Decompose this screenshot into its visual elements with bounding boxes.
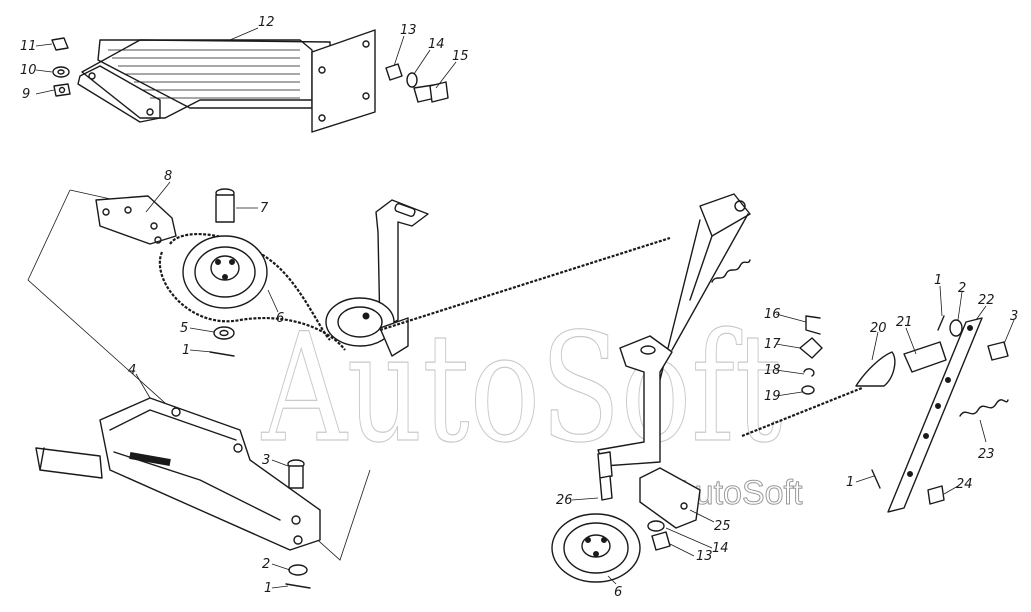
- washer-part-2-right: [949, 319, 963, 337]
- bolt-part-24: [927, 485, 945, 505]
- callout-4: 4: [128, 363, 136, 378]
- nut-part-19: [801, 385, 815, 395]
- callout-1-d: 1: [846, 475, 854, 490]
- washer-part-2-left: [288, 564, 308, 576]
- bolt-part-3-left: [287, 459, 305, 489]
- callout-14-b: 14: [712, 541, 729, 556]
- callout-18: 18: [764, 363, 781, 378]
- callout-6-right: 6: [614, 585, 622, 600]
- callout-21: 21: [896, 315, 913, 330]
- callout-labels: 11 10 9 12 13 14 15 8 7 6 5 1 4 3 2 1 16…: [20, 15, 1018, 600]
- callout-7: 7: [260, 201, 269, 216]
- callout-2-right: 2: [958, 281, 966, 296]
- washer-part-14: [647, 520, 665, 532]
- bolt-part-3-right: [987, 341, 1009, 361]
- callout-16: 16: [764, 307, 781, 322]
- ring-part-18: [803, 368, 815, 377]
- clip-part-16: [805, 315, 821, 335]
- callout-19: 19: [764, 389, 781, 404]
- callout-20: 20: [870, 321, 887, 336]
- bolt-part-7: [215, 188, 235, 223]
- callout-14: 14: [428, 37, 445, 52]
- bracket-part-25: [639, 467, 701, 529]
- callout-2-left: 2: [262, 557, 270, 572]
- cotter-pin-part-1-right: [937, 315, 945, 331]
- cotter-pin-part-1: [209, 351, 235, 357]
- callout-8: 8: [164, 169, 172, 184]
- callout-1-b: 1: [264, 581, 272, 596]
- callout-6-left: 6: [276, 311, 284, 326]
- plate-part-8: [95, 195, 177, 245]
- callout-12: 12: [258, 15, 275, 30]
- callout-9: 9: [22, 87, 30, 102]
- pulley-part-6-right: [551, 513, 641, 583]
- callout-26: 26: [556, 493, 573, 508]
- stud-part-26: [597, 451, 613, 501]
- callout-23: 23: [978, 447, 995, 462]
- callout-13-b: 13: [696, 549, 713, 564]
- cotter-pin-part-1-lower: [285, 583, 311, 589]
- control-cable: [379, 236, 671, 332]
- pulley-part-6-left: [158, 233, 346, 351]
- callout-10: 10: [20, 63, 37, 78]
- fasteners-13-15: [385, 63, 449, 103]
- callout-15: 15: [452, 49, 469, 64]
- clamp-part-17: [799, 337, 823, 359]
- fasteners-9-11: [51, 37, 71, 97]
- callout-1-a: 1: [182, 343, 190, 358]
- spring-part-23: [959, 399, 1009, 417]
- nut-part-13: [651, 531, 671, 551]
- callout-5: 5: [180, 321, 188, 336]
- spring-on-lever: [711, 259, 751, 283]
- callout-25: 25: [714, 519, 731, 534]
- callout-3-right: 3: [1010, 309, 1018, 324]
- callout-3-left: 3: [262, 453, 270, 468]
- callout-22: 22: [978, 293, 995, 308]
- cable-end-part-20: [741, 351, 896, 438]
- washer-part-5: [213, 326, 235, 340]
- callout-1-c: 1: [934, 273, 942, 288]
- callout-13: 13: [400, 23, 417, 38]
- leader-lines: [35, 27, 1015, 589]
- block-part-21: [903, 341, 947, 373]
- callout-17: 17: [764, 337, 781, 352]
- assembly-part-4: [35, 397, 321, 551]
- bracket-part-12: [77, 29, 376, 133]
- callout-24: 24: [956, 477, 973, 492]
- callout-11: 11: [20, 39, 37, 54]
- cotter-pin-part-1-lower-right: [871, 469, 881, 489]
